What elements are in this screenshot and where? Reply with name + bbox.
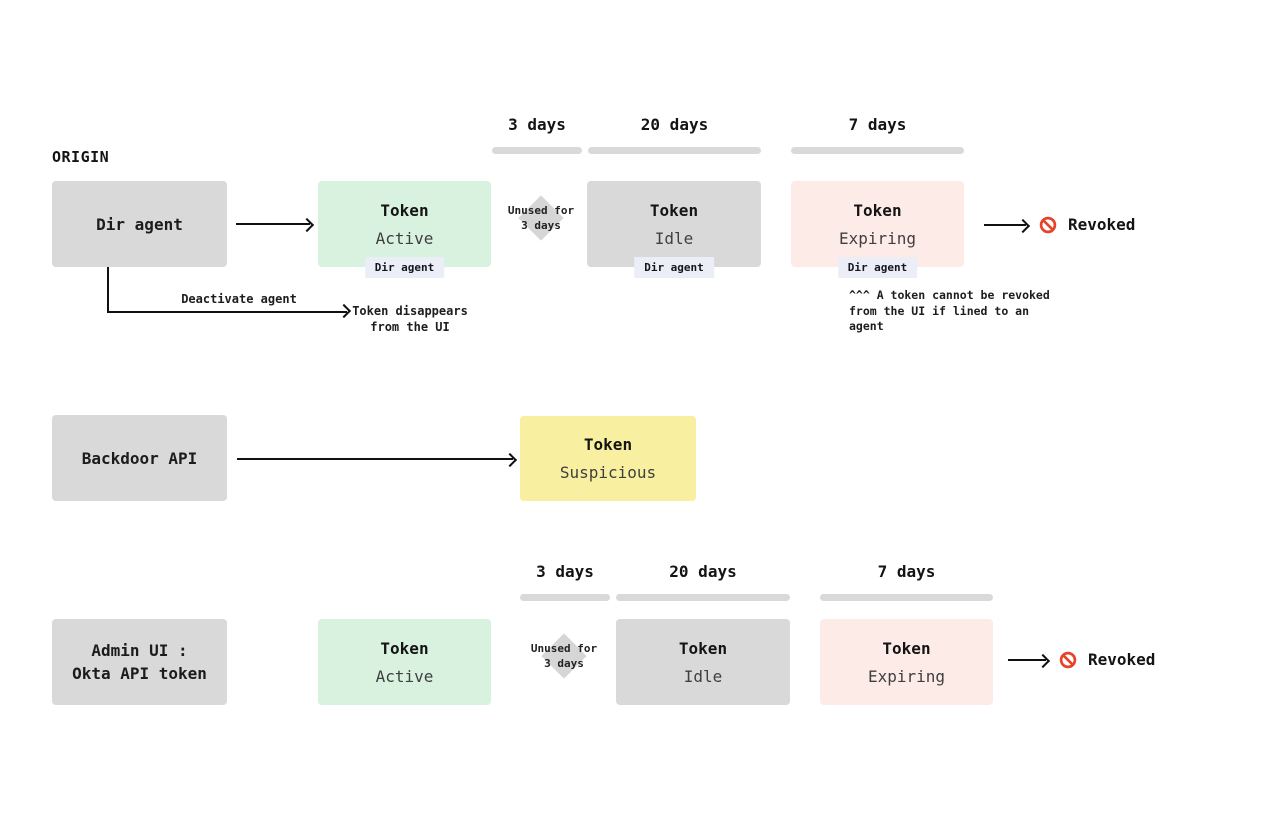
- duration-label-20-days: 20 days: [640, 115, 709, 134]
- revoked-label: Revoked: [1088, 650, 1156, 669]
- arrow-expiring-to-revoked: [1008, 659, 1046, 661]
- revoke-restriction-note: ^^^ A token cannot be revoked from the U…: [849, 288, 1050, 335]
- source-label: Dir agent: [96, 214, 183, 234]
- unused-condition-label: Unused for 3 days: [514, 641, 614, 671]
- prohibition-icon: [1059, 651, 1077, 669]
- result-line-1: Token disappears: [352, 304, 468, 318]
- source-label: Backdoor API: [81, 448, 198, 468]
- arrow-expiring-to-revoked: [984, 224, 1026, 226]
- note-line-1: ^^^ A token cannot be revoked: [849, 288, 1050, 302]
- duration-label-3-days: 3 days: [536, 562, 594, 581]
- token-idle-box: Token Idle Dir agent: [587, 181, 761, 278]
- deactivate-label: Deactivate agent: [181, 292, 297, 306]
- deactivate-arrow: [107, 267, 347, 313]
- revoked-state: Revoked: [1039, 215, 1135, 234]
- duration-bar: [791, 147, 964, 154]
- token-title: Token: [380, 638, 429, 658]
- token-status: Idle: [683, 666, 723, 686]
- token-title: Token: [380, 200, 429, 220]
- token-status: Active: [375, 228, 434, 248]
- token-suspicious-box: Token Suspicious: [520, 416, 696, 501]
- token-expiring-box: Token Expiring Dir agent: [791, 181, 964, 278]
- condition-line-1: Unused for: [507, 204, 575, 217]
- revoked-state: Revoked: [1059, 650, 1155, 669]
- source-label-line-1: Admin UI :: [91, 641, 188, 660]
- duration-label-7-days: 7 days: [848, 115, 907, 134]
- duration-label-7-days: 7 days: [877, 562, 936, 581]
- token-status: Idle: [654, 228, 694, 248]
- duration-label-20-days: 20 days: [669, 562, 737, 581]
- token-status: Suspicious: [559, 463, 657, 482]
- dir-agent-source-box: Dir agent: [52, 181, 227, 267]
- token-expiring-box: Token Expiring: [820, 619, 993, 705]
- token-status: Active: [375, 666, 434, 686]
- source-label-line-2: Okta API token: [72, 664, 207, 683]
- token-title: Token: [678, 638, 728, 658]
- revoked-label: Revoked: [1068, 215, 1136, 234]
- token-idle-box: Token Idle: [616, 619, 790, 705]
- duration-bar: [520, 594, 610, 601]
- token-title: Token: [649, 200, 699, 220]
- duration-bar: [616, 594, 790, 601]
- token-active-box: Token Active: [318, 619, 491, 705]
- prohibition-icon: [1039, 216, 1057, 234]
- duration-label-3-days: 3 days: [508, 115, 566, 134]
- condition-line-2: 3 days: [544, 657, 584, 670]
- duration-bar: [492, 147, 582, 154]
- origin-heading: ORIGIN: [52, 148, 110, 166]
- condition-line-2: 3 days: [521, 219, 561, 232]
- token-status: Expiring: [838, 228, 917, 248]
- deactivate-result-label: Token disappears from the UI: [351, 303, 469, 335]
- duration-bar: [820, 594, 993, 601]
- note-line-2: from the UI if lined to an: [849, 303, 1030, 318]
- arrow-backdoor-to-suspicious: [237, 458, 513, 460]
- unused-condition-label: Unused for 3 days: [491, 203, 591, 233]
- token-title: Token: [583, 435, 633, 454]
- dir-agent-badge: Dir agent: [634, 257, 714, 278]
- dir-agent-badge: Dir agent: [837, 257, 918, 278]
- token-active-box: Token Active Dir agent: [318, 181, 491, 278]
- dir-agent-badge: Dir agent: [364, 257, 445, 278]
- backdoor-api-source-box: Backdoor API: [52, 415, 227, 501]
- token-status: Expiring: [867, 666, 946, 686]
- result-line-2: from the UI: [370, 320, 450, 334]
- condition-line-1: Unused for: [530, 642, 598, 655]
- arrow-dir-agent-to-active: [236, 223, 310, 225]
- token-title: Token: [882, 638, 931, 658]
- note-line-3: agent: [849, 319, 884, 333]
- duration-bar: [588, 147, 761, 154]
- admin-ui-source-box: Admin UI : Okta API token: [52, 619, 227, 705]
- token-title: Token: [853, 200, 902, 220]
